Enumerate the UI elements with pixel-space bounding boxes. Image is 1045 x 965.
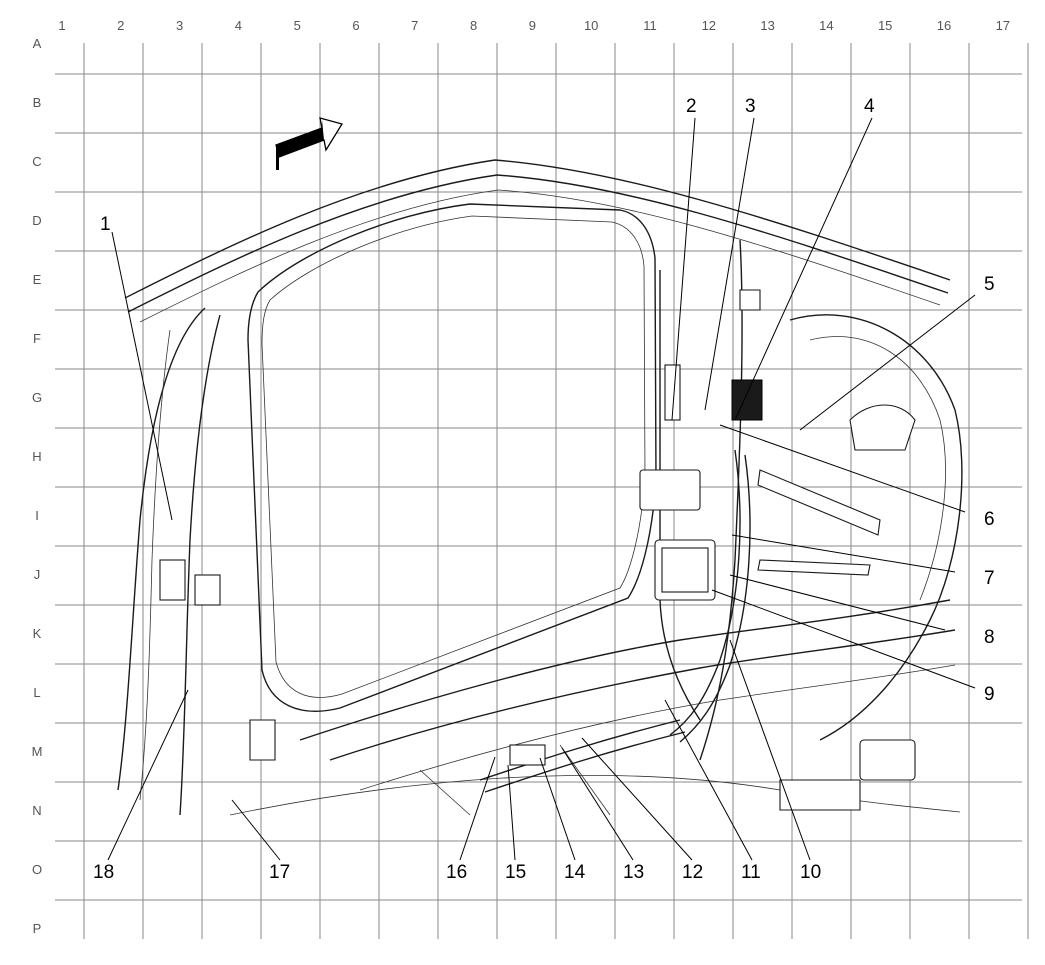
grid-column-label: 17 (996, 18, 1010, 33)
grid-row-label: L (33, 685, 40, 700)
grid-row-label: J (34, 567, 41, 582)
grid-row-label: K (33, 626, 42, 641)
grid-column-label: 3 (176, 18, 183, 33)
grid-column-label: 1 (58, 18, 65, 33)
callout-2: 2 (686, 96, 697, 117)
callout-6: 6 (984, 509, 995, 530)
callout-5: 5 (984, 274, 995, 295)
callout-9: 9 (984, 684, 995, 705)
grid-row-label: H (32, 449, 41, 464)
callout-numbers: 1 2 3 4 5 6 7 8 9 10 11 12 13 14 15 16 1… (93, 96, 995, 883)
grid-column-label: 7 (411, 18, 418, 33)
grid-column-label: 12 (702, 18, 716, 33)
grid-row-label: O (32, 862, 42, 877)
grid-row-label: M (32, 744, 43, 759)
callout-16: 16 (446, 862, 467, 883)
grid-column-label: 16 (937, 18, 951, 33)
callout-leaders (107, 117, 976, 861)
grid-row-label: B (33, 95, 42, 110)
grid-column-label: 2 (117, 18, 124, 33)
grid-row-label: F (33, 331, 41, 346)
callout-15: 15 (505, 862, 526, 883)
grid-row-label: I (35, 508, 39, 523)
grid-column-label: 13 (760, 18, 774, 33)
callout-8: 8 (984, 627, 995, 648)
grid-row-label: D (32, 213, 41, 228)
callout-14: 14 (564, 862, 586, 883)
grid-column-label: 9 (529, 18, 536, 33)
forward-arrow-icon (275, 117, 344, 170)
grid-column-label: 5 (294, 18, 301, 33)
grid-column-label: 4 (235, 18, 242, 33)
reference-grid (55, 43, 1029, 939)
callout-4: 4 (864, 96, 875, 117)
callout-17: 17 (269, 862, 290, 883)
callout-13: 13 (623, 862, 644, 883)
grid-row-labels: A B C D E F G H I J K L M N O P (32, 36, 43, 936)
vehicle-body-drawing (117, 159, 963, 816)
grid-row-label: E (33, 272, 42, 287)
grid-column-label: 10 (584, 18, 598, 33)
grid-column-label: 14 (819, 18, 833, 33)
grid-row-label: G (32, 390, 42, 405)
grid-column-label: 6 (352, 18, 359, 33)
callout-3: 3 (745, 96, 756, 117)
callout-12: 12 (682, 862, 703, 883)
grid-row-label: C (32, 154, 41, 169)
callout-10: 10 (800, 862, 821, 883)
grid-row-label: A (33, 36, 42, 51)
grid-column-label: 15 (878, 18, 892, 33)
callout-18: 18 (93, 862, 114, 883)
callout-11: 11 (741, 862, 761, 883)
grid-row-label: P (33, 921, 42, 936)
grid-column-label: 11 (643, 18, 657, 33)
callout-1: 1 (100, 214, 111, 235)
callout-7: 7 (984, 568, 995, 589)
grid-row-label: N (32, 803, 41, 818)
grid-column-label: 8 (470, 18, 477, 33)
